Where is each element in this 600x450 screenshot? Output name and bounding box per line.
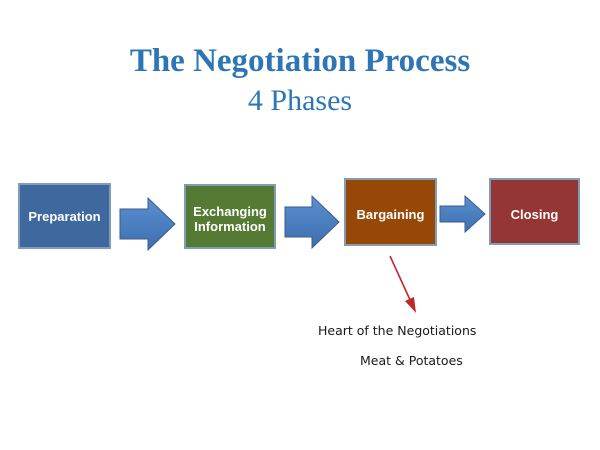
phase-box-bargaining: Bargaining xyxy=(344,178,437,246)
flow-arrow-3 xyxy=(439,194,486,234)
phase-label-bargaining: Bargaining xyxy=(356,207,425,222)
phase-label-preparation: Preparation xyxy=(28,208,101,224)
phase-label-exchanging-information: Exchanging Information xyxy=(193,204,267,234)
flow-arrow-2 xyxy=(284,194,340,250)
phase-box-closing: Closing xyxy=(489,178,580,245)
diagram-title: The Negotiation Process xyxy=(129,43,471,79)
annotation-meat-and-potatoes: Meat & Potatoes xyxy=(360,353,463,368)
phase-label-closing: Closing xyxy=(510,207,559,222)
diagram-subtitle: 4 Phases xyxy=(247,84,353,117)
phase-box-preparation: Preparation xyxy=(18,183,111,249)
flow-arrow-1 xyxy=(119,196,176,252)
phase-box-exchanging-information: Exchanging Information xyxy=(184,184,276,249)
annotation-heart-of-negotiations: Heart of the Negotiations xyxy=(318,323,477,338)
pointer-arrow-head xyxy=(405,297,416,313)
pointer-arrow-line xyxy=(389,255,412,303)
